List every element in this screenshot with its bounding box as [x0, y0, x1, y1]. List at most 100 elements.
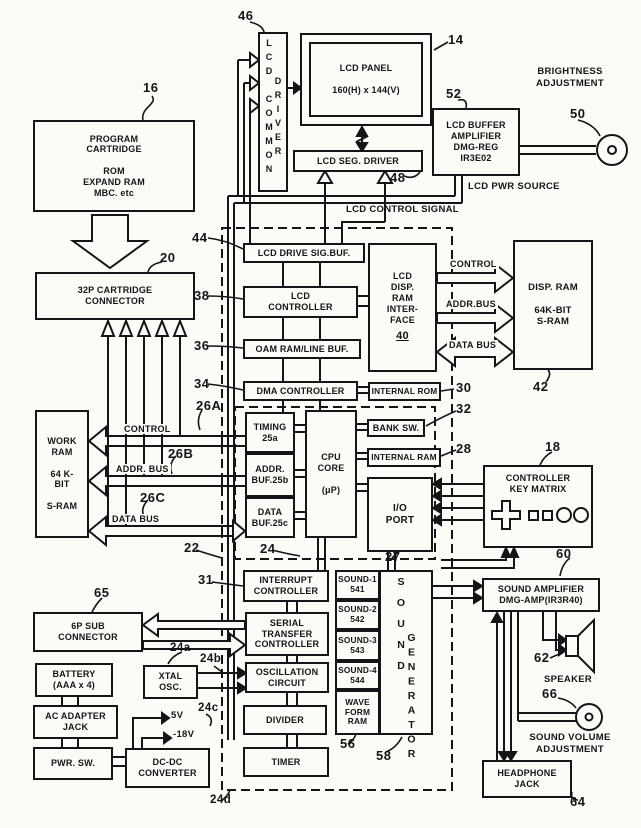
driver-label: DRIVER — [273, 76, 283, 160]
bus-arrow-data-left — [87, 514, 223, 548]
addr-bus-left-label: ADDR. BUS — [114, 464, 171, 474]
ref-30: 30 — [456, 380, 472, 395]
ref-22: 22 — [184, 540, 200, 555]
battery-box: BATTERY(AAA x 4) — [35, 663, 113, 697]
pwr-sw-box: PWR. SW. — [33, 747, 113, 780]
start-button-icon — [542, 509, 553, 521]
cartridge-flow-arrow — [69, 214, 151, 270]
lcd-drive-sig-buf-box: LCD DRIVE SIG.BUF. — [243, 243, 365, 263]
bus-arrow-control-left — [87, 424, 223, 458]
oam-ram-line-buf-box: OAM RAM/LINE BUF. — [243, 339, 361, 359]
ref-56: 56 — [340, 736, 356, 751]
data-bus-right-label: DATA BUS — [447, 340, 499, 350]
volume-knob-icon — [575, 703, 603, 731]
sound-label: SOUND — [395, 576, 407, 681]
lcd-seg-driver-box: LCD SEG. DRIVER — [293, 150, 423, 172]
ref-20: 20 — [160, 250, 176, 265]
speaker-label: SPEAKER — [544, 674, 593, 685]
ref-24a: 24a — [170, 642, 191, 654]
ref-34: 34 — [194, 376, 210, 391]
ref-36: 36 — [194, 338, 210, 353]
bank-sw-box: BANK SW. — [367, 419, 425, 437]
select-button-icon — [528, 509, 539, 521]
cpu-block-dashed-boundary — [234, 406, 436, 560]
gamepad-icons — [491, 499, 589, 530]
speaker-icon — [565, 617, 595, 675]
ref-16: 16 — [143, 80, 159, 95]
ref-24: 24 — [260, 541, 276, 556]
dpad-icon — [491, 499, 521, 530]
lcd-panel-box: LCD PANEL 160(H) x 144(V) — [300, 33, 432, 126]
lcd-common-driver-box: LCD COMMON DRIVER — [258, 32, 288, 192]
bus-arrow-addr-left — [87, 464, 223, 498]
ref-32: 32 — [456, 401, 472, 416]
ref-26c: 26C — [140, 490, 166, 505]
ref-50: 50 — [570, 106, 586, 121]
ref-60: 60 — [556, 546, 572, 561]
ref-28: 28 — [456, 441, 472, 456]
ref-31: 31 — [198, 572, 214, 587]
addr-bus-right-label: ADDR.BUS — [444, 299, 498, 309]
ref-38: 38 — [194, 288, 210, 303]
minus18v-label: -18V — [173, 729, 195, 740]
ref-46: 46 — [238, 8, 254, 23]
ref-58: 58 — [376, 748, 392, 763]
ref-26b: 26B — [168, 446, 194, 461]
ref-62: 62 — [534, 650, 550, 665]
ref-14: 14 — [448, 32, 464, 47]
lcd-common-label: LCD COMMON — [264, 38, 274, 178]
internal-ram-box: INTERNAL RAM — [367, 448, 441, 467]
ref-42: 42 — [533, 379, 549, 394]
internal-rom-box: INTERNAL ROM — [368, 382, 441, 401]
ref-24d: 24d — [210, 794, 232, 806]
control-bus-right-label: CONTROL — [448, 259, 499, 269]
ref-27: 27 — [385, 549, 401, 564]
ref-52: 52 — [446, 86, 462, 101]
dma-controller-box: DMA CONTROLLER — [243, 381, 358, 401]
addr-buf-box: ADDR.BUF.25b — [245, 453, 295, 497]
control-bus-left-label: CONTROL — [122, 424, 173, 434]
reference-leader-lines — [91, 21, 601, 801]
sound-generator-box: SOUND GENERATOR — [379, 570, 433, 763]
timer-box: TIMER — [243, 747, 329, 777]
lcd-control-signal-label: LCD CONTROL SIGNAL — [346, 204, 459, 215]
plus5v-label: 5V — [171, 710, 184, 721]
a-button-icon — [573, 506, 589, 523]
data-bus-left-label: DATA BUS — [110, 514, 162, 524]
ref-48: 48 — [390, 170, 406, 185]
ref-26a: 26A — [196, 398, 222, 413]
ref-64: 64 — [570, 794, 586, 809]
b-button-icon — [556, 506, 572, 523]
divider-box: DIVIDER — [243, 705, 327, 735]
ref-24b: 24b — [200, 653, 222, 665]
brightness-knob-icon — [520, 134, 628, 166]
ref-66: 66 — [542, 686, 558, 701]
ref-24c: 24c — [198, 702, 219, 714]
ref-40: 40 — [396, 330, 409, 343]
